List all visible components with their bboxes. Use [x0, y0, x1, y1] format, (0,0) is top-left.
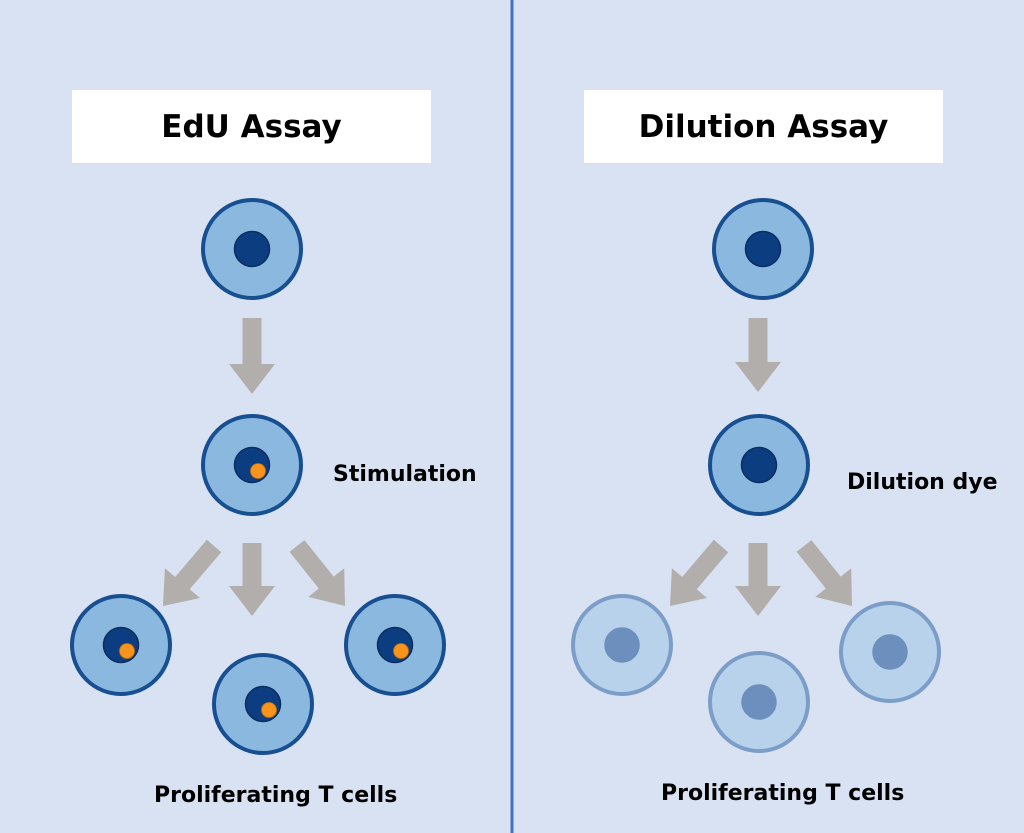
edu-stimulated-cell-edu-label	[250, 463, 266, 479]
dilution-result-label: Proliferating T cells	[661, 781, 905, 806]
edu-division-arrow-center	[229, 543, 275, 616]
dilution-dye-label: Dilution dye	[847, 470, 998, 495]
dilution-daughter-cell-left-nucleus	[604, 627, 640, 663]
dilution-division-arrow-left	[670, 539, 729, 606]
dilution-staining-arrow	[735, 318, 781, 392]
stimulation-label: Stimulation	[333, 462, 477, 487]
edu-daughter-cell-right-nucleus	[376, 626, 414, 664]
edu-stimulation-arrow	[229, 318, 275, 394]
edu-division-arrow-right	[289, 540, 345, 606]
dilution-daughter-cell-right-nucleus	[872, 634, 908, 670]
edu-resting-cell-nucleus	[233, 230, 271, 268]
dilution-dyed-cell-nucleus	[740, 446, 778, 484]
edu-stimulated-cell-nucleus	[233, 446, 271, 484]
edu-result-label: Proliferating T cells	[154, 783, 398, 808]
dilution-resting-cell-nucleus	[744, 230, 782, 268]
dilution-division-arrow-right	[796, 540, 852, 606]
edu-assay-title: EdU Assay	[72, 90, 431, 163]
edu-daughter-cell-center-edu-label	[261, 702, 277, 718]
edu-division-arrow-left	[163, 539, 222, 606]
edu-daughter-cell-left-edu-label	[119, 643, 135, 659]
edu-daughter-cell-center-nucleus	[244, 685, 282, 723]
edu-daughter-cell-left-nucleus	[102, 626, 140, 664]
dilution-assay-title: Dilution Assay	[584, 90, 943, 163]
dilution-division-arrow-center	[735, 543, 781, 616]
edu-daughter-cell-right-edu-label	[393, 643, 409, 659]
dilution-daughter-cell-center-nucleus	[741, 684, 777, 720]
